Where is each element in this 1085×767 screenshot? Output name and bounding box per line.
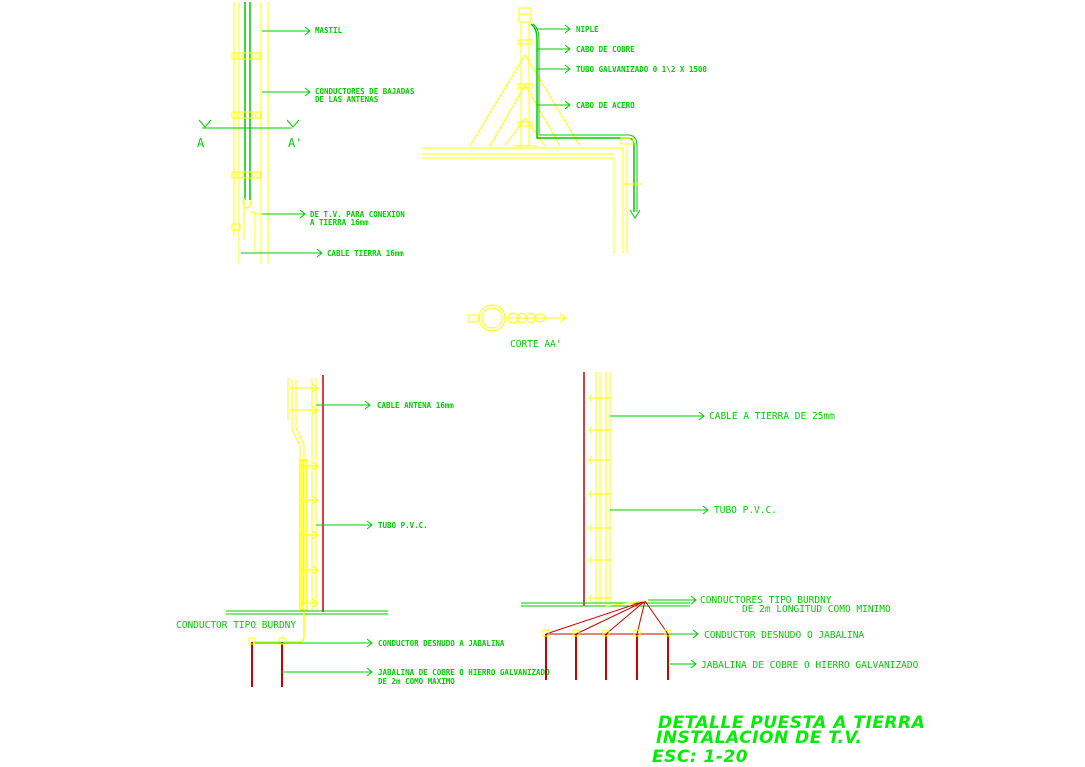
label-cabo-acero: CABO DE ACERO [576,101,635,110]
title-block: DETALLE PUESTA A TIERRA INSTALACION DE T… [652,713,925,767]
copper-ground-wire [530,23,642,219]
label-tubo-pvc-right: TUBO P.V.C. [714,505,777,516]
label-tubo-galvanizado: TUBO GALVANIZADO 0 1\2 X 1500 [576,65,707,74]
label-te-conexion-1: DE T.V. PARA CONEXION [310,210,405,219]
top-right-leaders [535,24,571,110]
label-cable-antena: CABLE ANTENA 16mm [377,401,454,410]
wall-clamps [290,383,319,608]
title-line-1: DETALLE PUESTA A TIERRA [658,713,925,733]
label-conductores-burdny-1: CONDUCTORES TIPO BURDNY [700,595,832,606]
label-jabalina-right: JABALINA DE COBRE O HIERRO GALVANIZADO [701,660,919,671]
bottom-left-detail: CABLE ANTENA 16mm TUBO P.V.C. CONDUCTOR … [176,375,550,687]
label-conductores-bajadas-2: DE LAS ANTENAS [315,95,379,104]
right-wall-downlead [521,372,690,680]
bottom-right-detail: CABLE A TIERRA DE 25mm TUBO P.V.C. CONDU… [521,372,919,680]
section-mark-a: A [197,136,205,150]
top-right-detail: NIPLE CABO DE COBRE TUBO GALVANIZADO 0 1… [422,7,707,253]
section-mark-a-prime: A' [288,136,302,150]
label-conductores-burdny-2: DE 2m LONGITUD COMO MINIMO [742,604,891,615]
label-te-conexion-2: A TIERRA 16mm [310,218,369,227]
wall-downlead [226,375,388,687]
roof-structure [422,147,628,253]
ground-rods-right [542,629,672,680]
right-wall-clamps [588,393,612,603]
label-niple: NIPLE [576,25,599,34]
top-left-detail: MASTIL CONDUCTORES DE BAJADAS DE LAS ANT… [197,2,415,264]
label-jabalina-left-2: DE 2m COMO MAXIMO [378,677,455,686]
top-left-leaders [241,26,323,258]
bottom-right-leaders [610,411,709,669]
label-conductor-tipo-burdny: CONDUCTOR TIPO BURDNY [176,620,296,631]
label-corte-aa: CORTE AA' [510,339,561,350]
label-cable-tierra-25: CABLE A TIERRA DE 25mm [709,411,835,422]
label-tubo-pvc-left: TUBO P.V.C. [378,521,428,530]
bottom-left-leaders [255,400,373,677]
title-scale: ESC: 1-20 [652,747,748,767]
label-cabo-cobre: CABO DE COBRE [576,45,635,54]
mast-structure [198,2,300,264]
label-mastil: MASTIL [315,26,343,35]
section-aa-view: CORTE AA' [467,304,567,350]
label-conductores-bajadas-1: CONDUCTORES DE BAJADAS [315,87,415,96]
label-cable-tierra-16: CABLE TIERRA 16mm [327,249,404,258]
label-conductor-desnudo-right: CONDUCTOR DESNUDO O JABALINA [704,630,864,641]
label-jabalina-left-1: JABALINA DE COBRE O HIERRO GALVANIZADO [378,668,550,677]
antenna-mast [469,7,581,147]
label-conductor-desnudo-left: CONDUCTOR DESNUDO A JABALINA [378,639,505,648]
title-line-2: INSTALACION DE T.V. [656,728,862,748]
